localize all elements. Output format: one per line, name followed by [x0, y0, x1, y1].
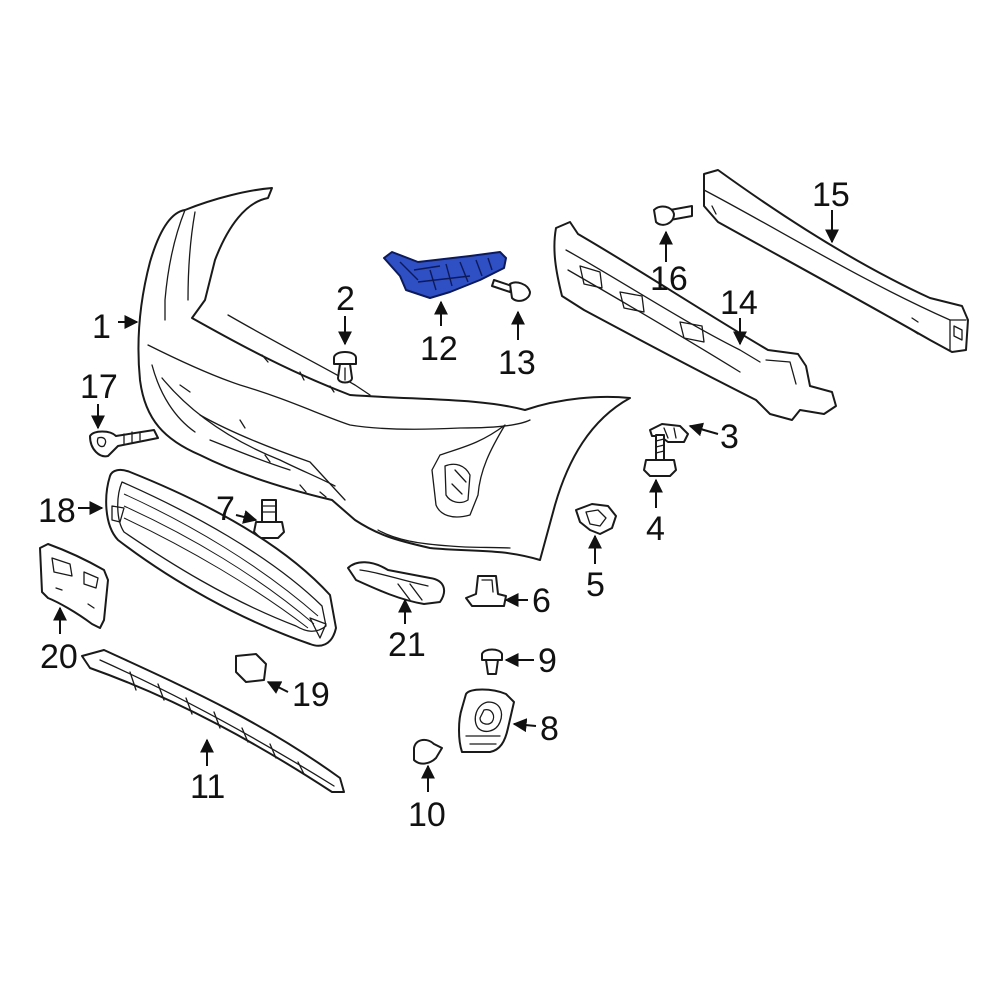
- part-fog-bezel-8[interactable]: [458, 688, 515, 753]
- callout-16: 16: [650, 260, 688, 298]
- callout-8: 8: [540, 710, 559, 748]
- part-cover-10[interactable]: [413, 738, 443, 765]
- callout-10: 10: [408, 796, 446, 834]
- part-retainer-5[interactable]: [575, 503, 617, 535]
- part-license-bracket-20[interactable]: [39, 543, 109, 629]
- callout-4: 4: [646, 510, 665, 548]
- callout-3: 3: [720, 418, 739, 456]
- part-bolt-16[interactable]: [653, 205, 693, 226]
- leader-19: [266, 681, 289, 694]
- callout-9: 9: [538, 642, 557, 680]
- part-tow-eye-17[interactable]: [89, 429, 159, 458]
- part-cap-19[interactable]: [235, 653, 267, 683]
- leader-lines: [53, 210, 839, 792]
- callout-17: 17: [80, 368, 118, 406]
- leader-3: [688, 422, 719, 437]
- callout-14: 14: [720, 284, 758, 322]
- part-bumper-cover[interactable]: [137, 187, 631, 561]
- callout-5: 5: [586, 566, 605, 604]
- part-bolt-7[interactable]: [253, 499, 285, 539]
- callout-12: 12: [420, 330, 458, 368]
- part-push-clip-2[interactable]: [333, 351, 357, 384]
- part-clip-6[interactable]: [465, 575, 507, 607]
- leader-7: [235, 510, 258, 524]
- callout-11: 11: [190, 768, 225, 806]
- part-bolt-13[interactable]: [491, 279, 531, 302]
- callout-20: 20: [40, 638, 78, 676]
- part-trim-21[interactable]: [347, 561, 446, 605]
- callout-2: 2: [336, 280, 355, 318]
- callout-1: 1: [92, 308, 111, 346]
- part-bracket-12-highlighted[interactable]: [383, 251, 507, 299]
- callout-19: 19: [292, 676, 330, 714]
- callout-6: 6: [532, 582, 551, 620]
- callout-13: 13: [498, 344, 536, 382]
- leader-8: [512, 718, 537, 733]
- part-grille-18[interactable]: [105, 468, 337, 647]
- part-clip-9[interactable]: [481, 648, 503, 675]
- callout-21: 21: [388, 626, 426, 664]
- part-bolt-4[interactable]: [643, 434, 677, 477]
- part-reinforcement-15[interactable]: [703, 169, 969, 353]
- part-absorber-14[interactable]: [553, 221, 837, 421]
- part-lower-spoiler-11[interactable]: [81, 649, 345, 793]
- callout-15: 15: [812, 176, 850, 214]
- callout-labels: 1 2 3 4 5 6 7 8 9 10 11 12 13 14 15 16 1…: [38, 176, 850, 834]
- callout-18: 18: [38, 492, 76, 530]
- callout-7: 7: [216, 490, 235, 528]
- part-bracket-3[interactable]: [649, 423, 689, 443]
